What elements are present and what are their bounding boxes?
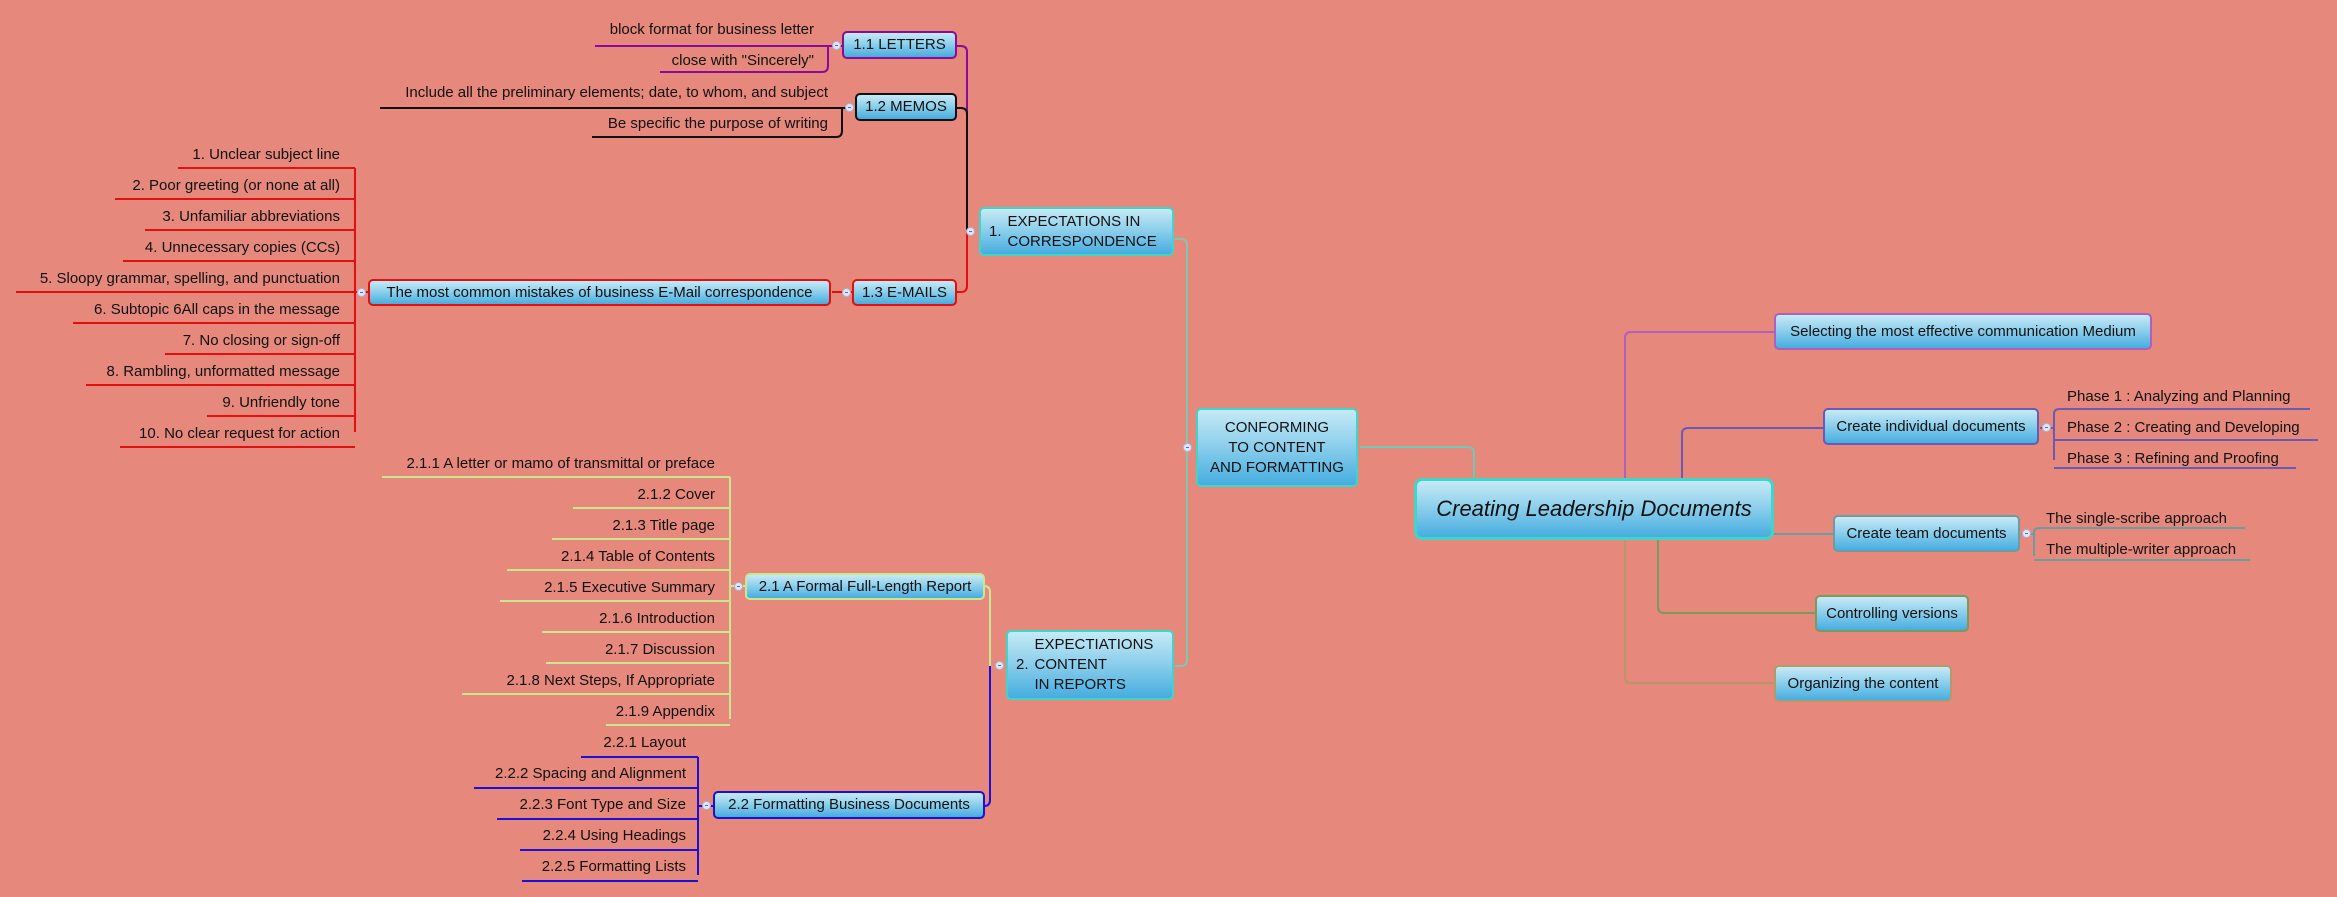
collapse-toggle-icon[interactable] — [2022, 529, 2031, 538]
topic-formatting-label: 2.2 Formatting Business Documents — [728, 796, 970, 813]
section-1-line1: EXPECTATIONS IN — [1007, 212, 1141, 230]
leaf-be-specific[interactable]: Be specific the purpose of writing — [607, 115, 828, 132]
topic-organizing-content-label: Organizing the content — [1787, 674, 1939, 692]
list-item[interactable]: 2.1.7 Discussion — [604, 641, 715, 658]
leaf-multiple-writer[interactable]: The multiple-writer approach — [2046, 541, 2237, 558]
collapse-toggle-icon[interactable] — [357, 288, 366, 297]
collapse-toggle-icon[interactable] — [2042, 423, 2051, 432]
leaf-phase-2[interactable]: Phase 2 : Creating and Developing — [2067, 419, 2300, 436]
section-2-line1: EXPECTIATIONS — [1034, 636, 1154, 653]
list-item[interactable]: 6. Subtopic 6All caps in the message — [94, 301, 340, 318]
list-item[interactable]: 2.1.9 Appendix — [615, 703, 715, 720]
topic-emails[interactable]: 1.3 E-MAILS — [852, 279, 957, 306]
collapse-toggle-icon[interactable] — [845, 103, 854, 112]
list-item[interactable]: 5. Sloopy grammar, spelling, and punctua… — [39, 270, 340, 287]
section-2-line3: IN REPORTS — [1034, 676, 1126, 693]
list-item[interactable]: 2.1.1 A letter or mamo of transmittal or… — [406, 455, 715, 472]
list-item[interactable]: 2.2.3 Font Type and Size — [519, 796, 686, 813]
leaf-preliminary-elements[interactable]: Include all the preliminary elements; da… — [405, 84, 828, 101]
topic-selecting-medium-label: Selecting the most effective communicati… — [1790, 322, 2136, 340]
topic-expectations-correspondence[interactable]: 1. EXPECTATIONS IN CORRESPONDENCE — [979, 207, 1174, 256]
collapse-toggle-icon[interactable] — [995, 661, 1004, 670]
list-item[interactable]: 3. Unfamiliar abbreviations — [162, 208, 340, 225]
topic-team-docs-label: Create team documents — [1846, 524, 2007, 542]
list-item[interactable]: 10. No clear request for action — [139, 425, 340, 442]
topic-formal-report[interactable]: 2.1 A Formal Full-Length Report — [745, 573, 985, 600]
topic-letters-label: 1.1 LETTERS — [853, 36, 946, 53]
leaf-phase-1[interactable]: Phase 1 : Analyzing and Planning — [2067, 388, 2291, 405]
section-1-number: 1. — [989, 222, 1002, 240]
list-item[interactable]: 2. Poor greeting (or none at all) — [132, 177, 340, 194]
topic-email-mistakes-label: The most common mistakes of business E-M… — [386, 283, 813, 301]
leaf-block-format[interactable]: block format for business letter — [609, 21, 814, 38]
topic-conforming-line2: TO CONTENT — [1228, 438, 1326, 456]
section-2-line2: CONTENT — [1034, 656, 1108, 673]
leaf-close-sincerely[interactable]: close with "Sincerely" — [671, 52, 814, 69]
topic-email-mistakes[interactable]: The most common mistakes of business E-M… — [368, 279, 831, 306]
topic-individual-docs-label: Create individual documents — [1836, 417, 2026, 435]
root-topic[interactable]: Creating Leadership Documents — [1414, 478, 1774, 540]
list-item[interactable]: 7. No closing or sign-off — [182, 332, 340, 349]
topic-controlling-versions[interactable]: Controlling versions — [1815, 595, 1969, 632]
list-item[interactable]: 2.2.1 Layout — [603, 734, 686, 751]
topic-selecting-medium[interactable]: Selecting the most effective communicati… — [1774, 313, 2152, 350]
list-item[interactable]: 2.1.2 Cover — [637, 486, 715, 503]
list-item[interactable]: 2.1.6 Introduction — [599, 610, 715, 627]
topic-formatting-business-docs[interactable]: 2.2 Formatting Business Documents — [713, 791, 985, 819]
topic-expectations-reports[interactable]: 2. EXPECTIATIONS CONTENT IN REPORTS — [1006, 630, 1174, 700]
topic-emails-label: 1.3 E-MAILS — [861, 283, 948, 301]
topic-conforming[interactable]: CONFORMING TO CONTENT AND FORMATTING — [1196, 408, 1358, 487]
list-item[interactable]: 4. Unnecessary copies (CCs) — [144, 239, 340, 256]
topic-individual-docs[interactable]: Create individual documents — [1823, 408, 2039, 445]
list-item[interactable]: 2.2.4 Using Headings — [542, 827, 686, 844]
section-1-line2: CORRESPONDENCE — [1007, 232, 1157, 250]
list-item[interactable]: 8. Rambling, unformatted message — [106, 363, 340, 380]
topic-memos-label: 1.2 MEMOS — [865, 98, 947, 115]
list-item[interactable]: 2.2.2 Spacing and Alignment — [495, 765, 686, 782]
list-item[interactable]: 9. Unfriendly tone — [222, 394, 340, 411]
collapse-toggle-icon[interactable] — [734, 582, 743, 591]
topic-conforming-line3: AND FORMATTING — [1210, 458, 1344, 476]
list-item[interactable]: 2.1.3 Title page — [612, 517, 715, 534]
topic-letters[interactable]: 1.1 LETTERS — [842, 31, 957, 59]
root-topic-label: Creating Leadership Documents — [1436, 496, 1752, 521]
topic-organizing-content[interactable]: Organizing the content — [1774, 665, 1952, 702]
collapse-toggle-icon[interactable] — [1183, 443, 1192, 452]
section-2-number: 2. — [1016, 656, 1029, 673]
list-item[interactable]: 2.2.5 Formatting Lists — [541, 858, 686, 875]
collapse-toggle-icon[interactable] — [842, 288, 851, 297]
list-item[interactable]: 2.1.8 Next Steps, If Appropriate — [506, 672, 715, 689]
list-item[interactable]: 2.1.5 Executive Summary — [544, 579, 715, 596]
topic-controlling-versions-label: Controlling versions — [1826, 604, 1958, 622]
topic-team-docs[interactable]: Create team documents — [1833, 515, 2020, 552]
leaf-single-scribe[interactable]: The single-scribe approach — [2046, 510, 2227, 527]
list-item[interactable]: 1. Unclear subject line — [192, 146, 340, 163]
leaf-phase-3[interactable]: Phase 3 : Refining and Proofing — [2067, 450, 2279, 467]
collapse-toggle-icon[interactable] — [966, 227, 975, 236]
list-item[interactable]: 2.1.4 Table of Contents — [561, 548, 715, 565]
topic-conforming-line1: CONFORMING — [1224, 418, 1330, 436]
collapse-toggle-icon[interactable] — [702, 801, 711, 810]
topic-formal-report-label: 2.1 A Formal Full-Length Report — [758, 577, 972, 595]
collapse-toggle-icon[interactable] — [832, 41, 841, 50]
topic-memos[interactable]: 1.2 MEMOS — [855, 93, 957, 121]
